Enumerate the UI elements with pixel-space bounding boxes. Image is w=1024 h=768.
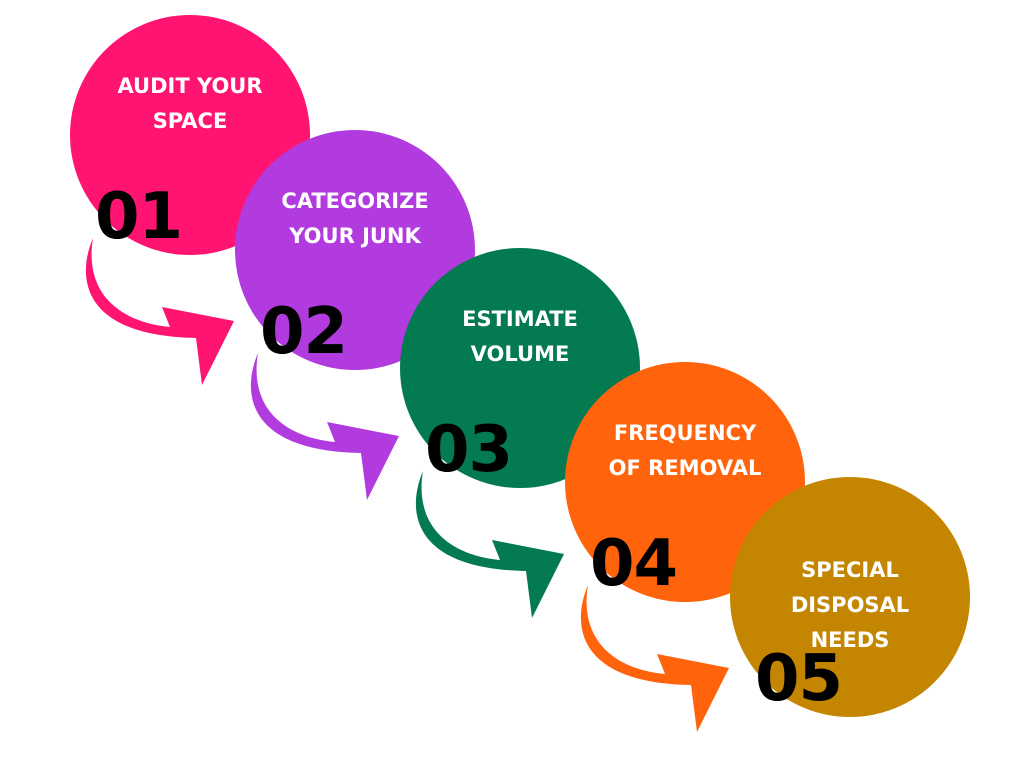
step-number: 02 [260, 295, 348, 369]
step-label-line: FREQUENCY [613, 421, 757, 445]
curved-arrow-icon-02 [250, 353, 399, 500]
step-label-line: AUDIT YOUR [117, 74, 263, 98]
step-label-line: OF REMOVAL [608, 456, 762, 480]
step-label-line: NEEDS [810, 628, 890, 652]
step-label-line: YOUR JUNK [289, 224, 421, 248]
step-label-line: CATEGORIZE [281, 189, 429, 213]
curved-arrow-icon-03 [415, 471, 564, 618]
step-number: 05 [755, 642, 843, 716]
step-number: 01 [95, 180, 183, 254]
step-label-line: DISPOSAL [790, 593, 910, 617]
step-label-line: SPECIAL [801, 558, 899, 582]
step-circle [730, 477, 970, 717]
step-label-line: ESTIMATE [462, 307, 578, 331]
curved-arrow-icon-01 [85, 238, 234, 385]
step-number: 03 [425, 413, 513, 487]
step-label-line: SPACE [152, 109, 228, 133]
curved-arrow-icon-04 [580, 585, 729, 732]
step-label-line: VOLUME [470, 342, 570, 366]
step-number: 04 [590, 527, 678, 601]
